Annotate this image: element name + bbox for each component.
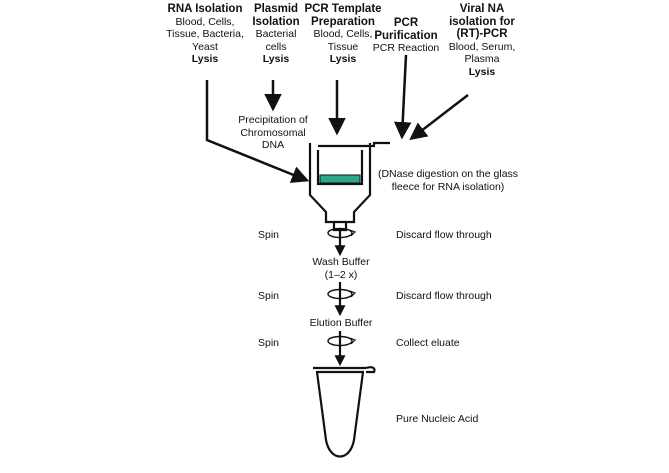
plasmid-lysis-label: Lysis	[262, 53, 290, 65]
source-pcr-purification: PCR Purification PCR Reaction	[366, 17, 446, 55]
discard-flow-through-1: Discard flow through	[396, 229, 492, 241]
spin-rotation-icon	[327, 335, 357, 347]
rna-isolation-title: RNA Isolation	[167, 3, 243, 15]
pure-nucleic-acid-label: Pure Nucleic Acid	[396, 413, 479, 425]
collection-tube	[313, 366, 376, 458]
glass-fleece	[319, 174, 361, 184]
viral-lysis-label: Lysis	[468, 65, 496, 78]
pcr-purification-sample-line: PCR Reaction	[372, 42, 440, 54]
plasmid-title: Plasmid	[253, 3, 299, 15]
precipitation-line: DNA	[261, 139, 285, 151]
spin-label-2: Spin	[258, 290, 280, 302]
spin-label-1: Spin	[258, 229, 280, 241]
wash-buffer-line: (1–2 x)	[324, 268, 358, 281]
rna-sample-line: Yeast	[192, 40, 218, 53]
pcr-template-sample-line: Blood, Cells,	[313, 28, 373, 40]
viral-title: isolation for	[449, 15, 515, 28]
rna-lysis-arrow	[205, 80, 310, 183]
viral-lysis-arrow	[409, 94, 469, 141]
pcr-purification-title: Purification	[374, 29, 438, 42]
elution-buffer-label: Elution Buffer	[309, 317, 373, 329]
pcr-template-title: PCR Template	[304, 3, 382, 15]
source-rna-isolation: RNA Isolation Blood, Cells, Tissue, Bact…	[162, 3, 248, 66]
source-plasmid-isolation: Plasmid Isolation Bacterial cells Lysis	[247, 3, 305, 66]
collect-eluate-label: Collect eluate	[396, 337, 460, 349]
pcr-purification-arrow	[393, 54, 412, 140]
spin-label-3: Spin	[258, 337, 280, 349]
rna-lysis-label: Lysis	[191, 53, 219, 65]
viral-sample-line: Blood, Serum,	[448, 40, 516, 53]
source-viral-na: Viral NA isolation for (RT)-PCR Blood, S…	[440, 3, 524, 78]
pcr-purification-title: PCR	[393, 17, 419, 29]
plasmid-sample-line: cells	[265, 40, 287, 53]
plasmid-sample-line: Bacterial	[255, 28, 297, 40]
rna-sample-line: Tissue, Bacteria,	[166, 28, 244, 40]
precipitation-note: Precipitation of Chromosomal DNA	[228, 114, 318, 152]
pcr-template-lysis-label: Lysis	[329, 53, 357, 65]
dnase-note-line: (DNase digestion on the glass	[377, 168, 519, 180]
spin-rotation-icon	[327, 227, 357, 239]
dnase-note: (DNase digestion on the glass fleece for…	[368, 168, 528, 193]
pcr-template-title: Preparation	[311, 15, 375, 28]
source-pcr-template: PCR Template Preparation Blood, Cells, T…	[300, 3, 386, 66]
precipitation-line: Precipitation of	[238, 114, 308, 126]
viral-title: (RT)-PCR	[456, 28, 508, 40]
spin-rotation-icon	[327, 288, 357, 300]
viral-title: Viral NA	[459, 3, 505, 15]
viral-sample-line: Plasma	[464, 53, 500, 65]
plasmid-title: Isolation	[252, 15, 300, 28]
rna-sample-line: Blood, Cells,	[175, 15, 235, 28]
wash-buffer-line: Wash Buffer	[312, 256, 370, 268]
wash-buffer-label: Wash Buffer (1–2 x)	[296, 256, 386, 281]
dnase-note-line: fleece for RNA isolation)	[391, 180, 505, 193]
spin-column	[308, 141, 390, 232]
pcr-template-sample-line: Tissue	[327, 40, 359, 53]
discard-flow-through-2: Discard flow through	[396, 290, 492, 302]
precipitation-line: Chromosomal	[240, 126, 306, 139]
